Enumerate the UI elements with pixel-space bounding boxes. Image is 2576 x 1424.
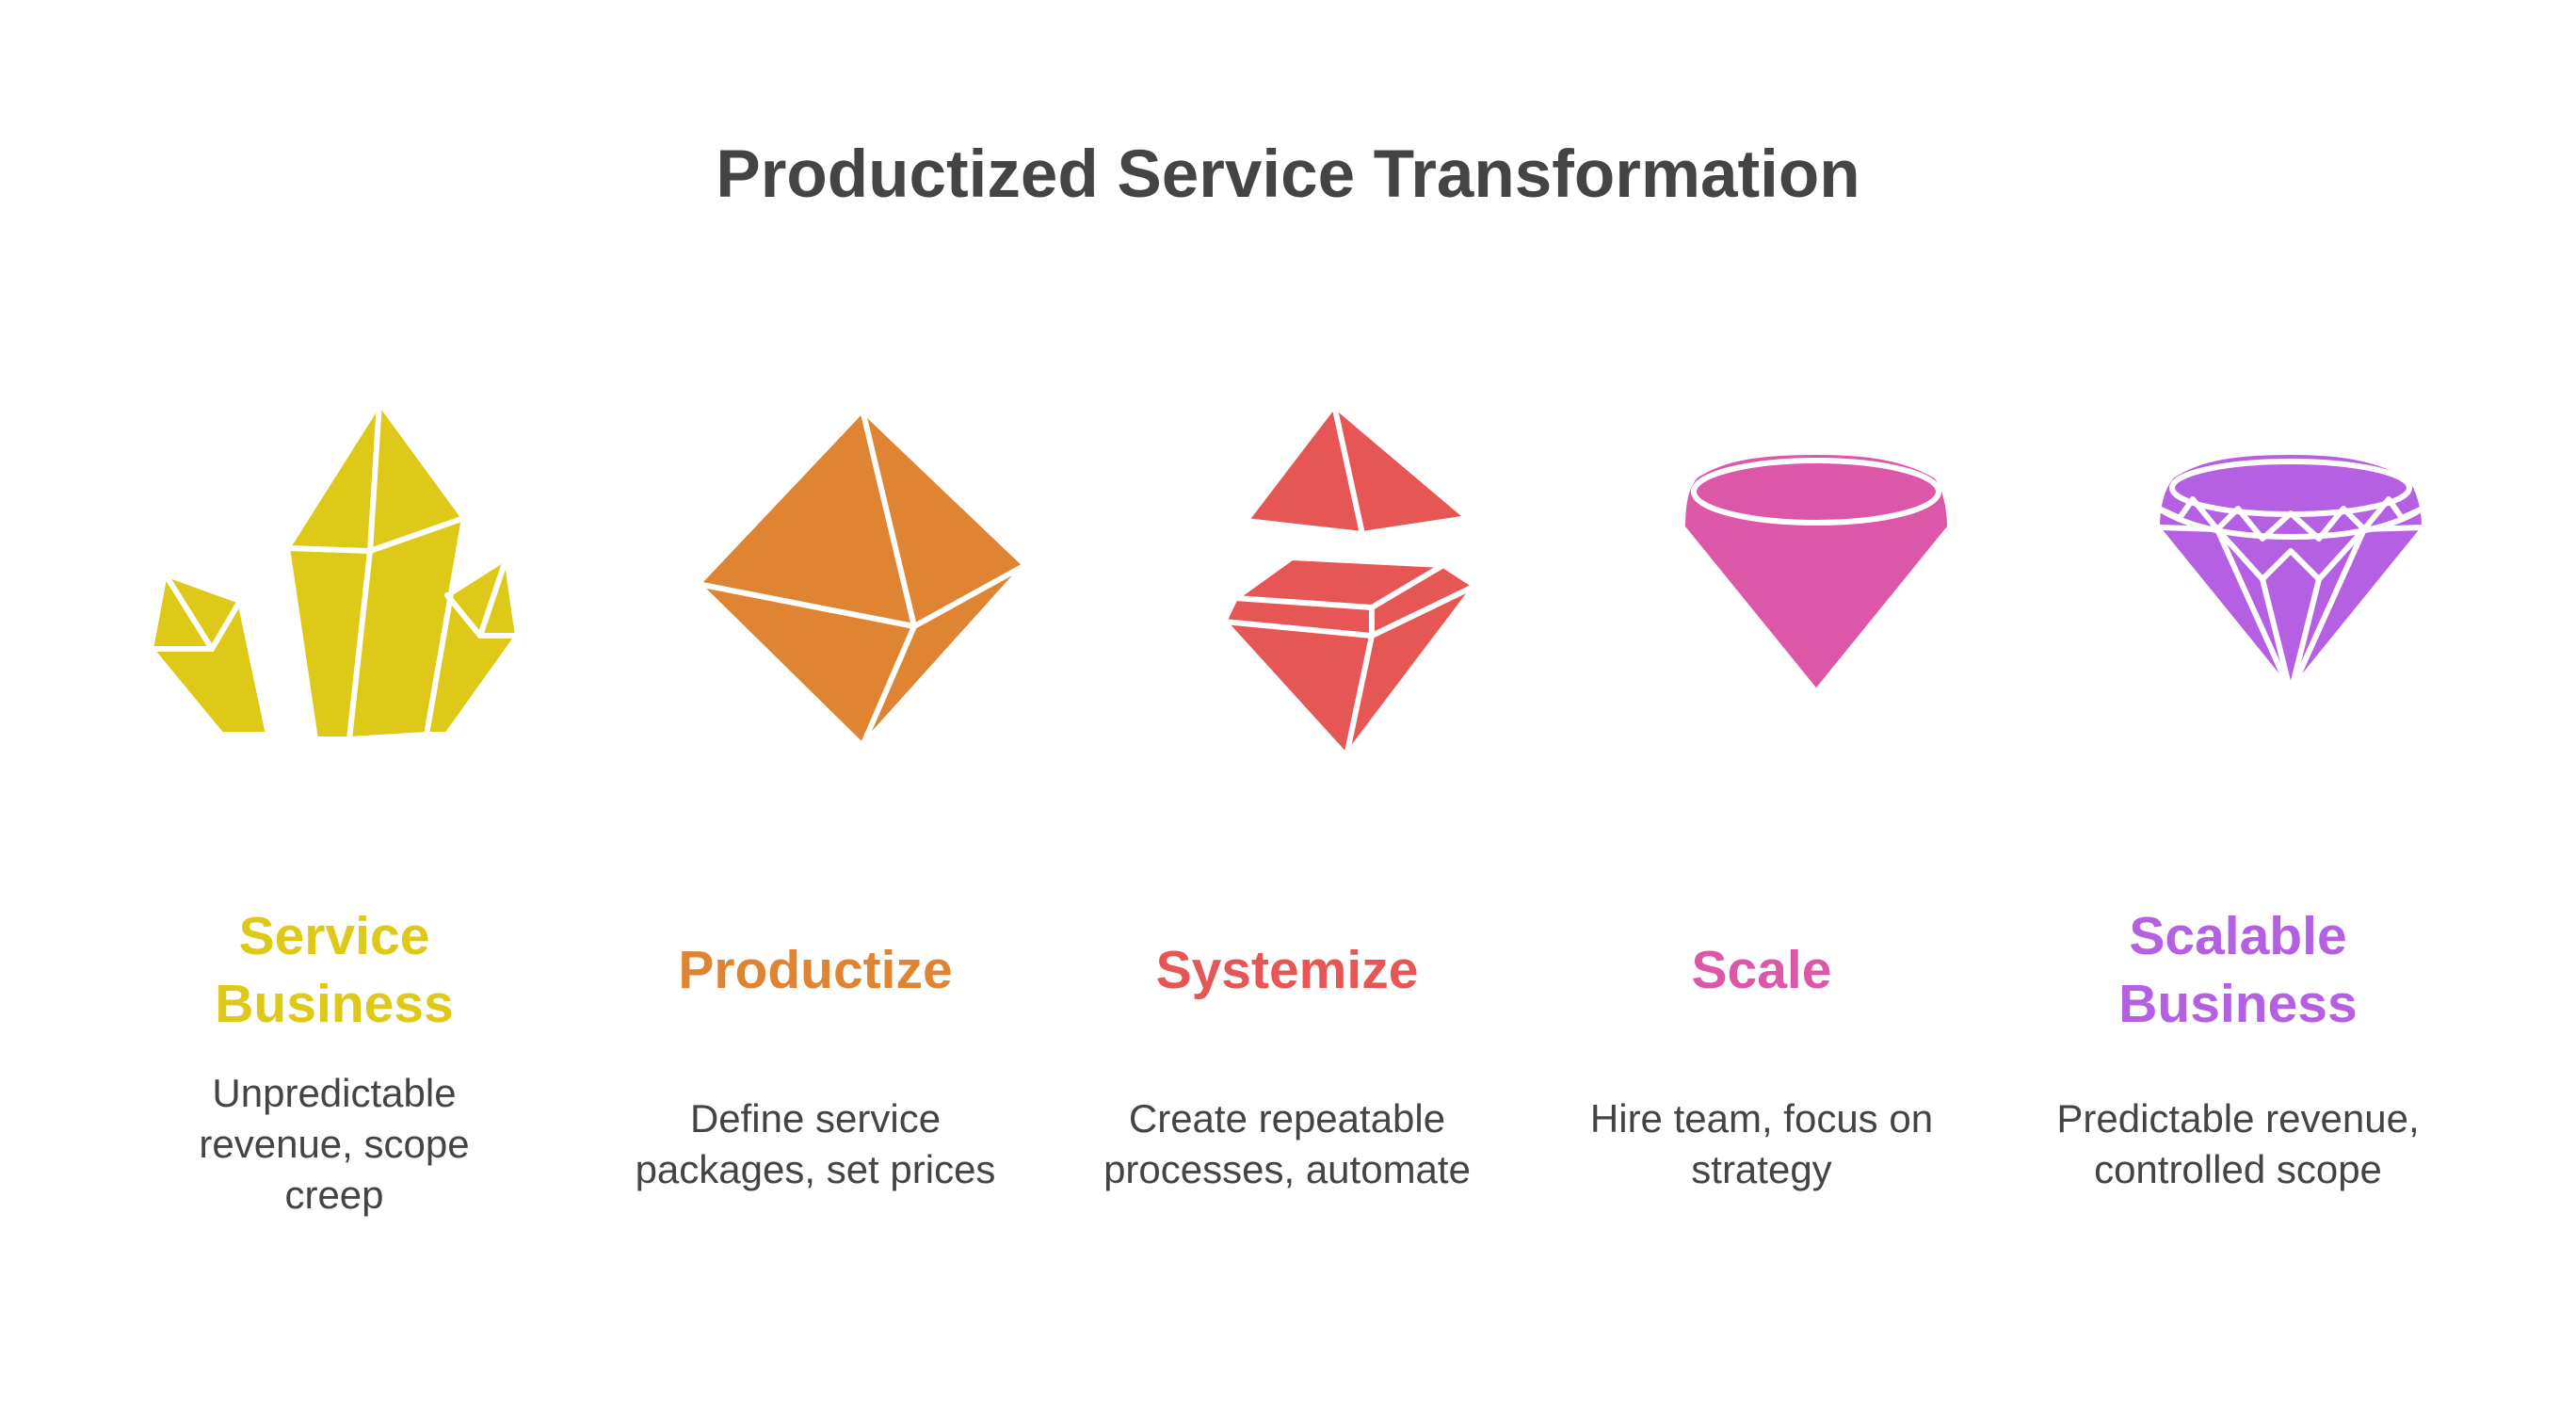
step-description: Unpredictable revenue, scope creep (199, 1071, 470, 1217)
step-label: Scalable Business (2118, 906, 2358, 1034)
crystal-cluster-icon (148, 399, 521, 742)
split-gem-icon (1221, 402, 1478, 759)
step-label: Scale (1691, 940, 1832, 1000)
page-title: Productized Service Transformation (716, 138, 1860, 212)
step-description: Predictable revenue, controlled scope (2056, 1096, 2420, 1191)
step-label: Productize (678, 940, 953, 1000)
simple-diamond-icon (1680, 449, 1953, 695)
step-description: Hire team, focus on strategy (1589, 1096, 1934, 1191)
step-description: Create repeatable processes, automate (1103, 1096, 1471, 1191)
step-label: Service Business (215, 906, 454, 1034)
step-description: Define service packages, set prices (635, 1096, 996, 1191)
faceted-diamond-icon (2154, 449, 2427, 695)
step-label: Systemize (1155, 940, 1419, 1000)
octahedron-icon (695, 407, 1028, 749)
